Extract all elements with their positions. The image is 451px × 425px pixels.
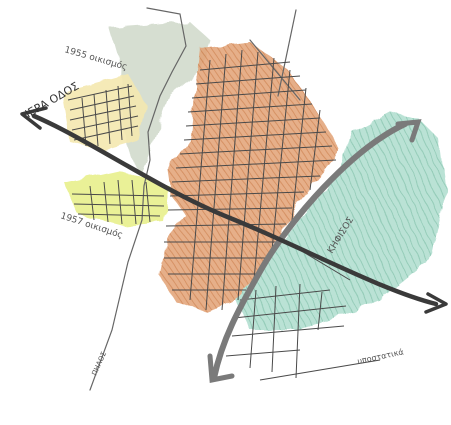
kifisos-bracket-top [395, 119, 422, 143]
street-grid-1957 [71, 179, 165, 225]
kifisos-river-line [211, 121, 408, 381]
street-grid-east [225, 249, 381, 381]
iera-odos-road [31, 113, 439, 307]
kifisos-green-zone [236, 112, 446, 330]
street-grid-center [164, 49, 337, 311]
iera-odos-arrow-west [20, 106, 48, 130]
settlement-1957-zone [64, 170, 170, 226]
label-ypostatika: υποστατικά [357, 347, 405, 366]
iera-odos-arrow-east [424, 292, 448, 314]
label-pilos: ΠΗΛΟΣ [91, 350, 109, 376]
urban-core-zone [160, 42, 340, 312]
settlement-1955-zone [62, 74, 146, 150]
boundary-lines [89, 7, 301, 391]
street-grid-1955 [67, 83, 139, 147]
kifisos-bracket-bottom [207, 353, 235, 384]
